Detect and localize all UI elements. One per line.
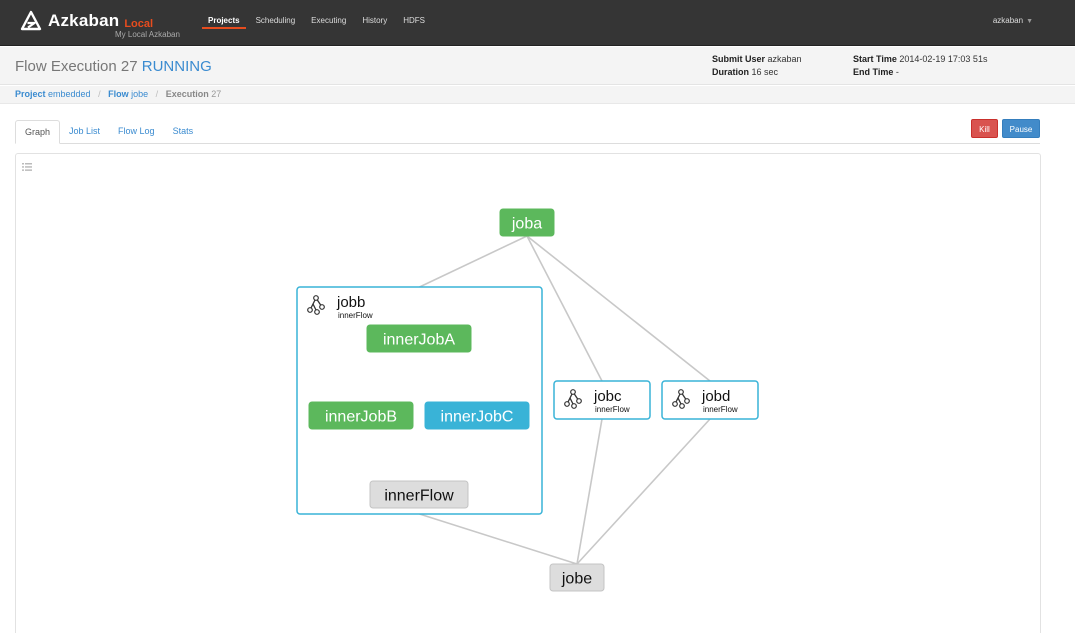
execution-status: RUNNING	[141, 58, 212, 75]
node-label: jobd	[701, 388, 730, 405]
tab-stats[interactable]: Stats	[172, 126, 194, 136]
job-node-box	[424, 401, 530, 430]
breadcrumb-flow-name: jobe	[131, 89, 149, 99]
graph-node-innerjobc[interactable]: innerJobC	[424, 401, 530, 430]
execution-title: Flow Execution 27	[15, 58, 138, 75]
flow-icon	[564, 389, 582, 409]
breadcrumb: Project embedded / Flow jobe / Execution…	[0, 86, 1075, 104]
node-sublabel: innerFlow	[703, 405, 738, 414]
flow-node-border	[296, 286, 543, 515]
breadcrumb-execution: Execution 27	[166, 89, 222, 99]
node-label: innerJobA	[383, 332, 455, 349]
graph-node-joba[interactable]: joba	[499, 208, 555, 237]
caret-down-icon: ▼	[1026, 18, 1033, 25]
graph-node-innerflow[interactable]: innerFlow	[369, 480, 469, 509]
job-node-box	[369, 480, 469, 509]
pause-button[interactable]: Pause	[1002, 119, 1040, 138]
list-toggle-icon[interactable]	[22, 163, 32, 171]
graph-node-innerjoba[interactable]: innerJobA	[366, 324, 472, 353]
start-time-label: Start Time	[853, 54, 897, 64]
user-name: azkaban	[992, 16, 1024, 25]
top-navbar: Azkaban Local My Local Azkaban Projects …	[0, 0, 1075, 46]
page-header: Flow Execution 27 RUNNING Submit User az…	[0, 47, 1075, 85]
flow-icon	[307, 295, 325, 315]
execution-tabs: Graph Job List Flow Log Stats	[15, 120, 1040, 144]
tab-job-list[interactable]: Job List	[69, 126, 101, 136]
breadcrumb-execution-id: 27	[211, 89, 222, 99]
submit-user-value: azkaban	[767, 54, 802, 64]
node-label: jobb	[336, 294, 365, 311]
azkaban-logo-icon	[20, 10, 42, 31]
nav-scheduling[interactable]: Scheduling	[255, 16, 296, 25]
kill-button[interactable]: Kill	[971, 119, 998, 138]
submit-user-info: Submit User azkaban	[712, 53, 802, 66]
breadcrumb-project-name: embedded	[48, 89, 91, 99]
submit-user-label: Submit User	[712, 54, 766, 64]
node-label: joba	[511, 216, 542, 233]
flow-node-border	[553, 380, 651, 420]
nav-history[interactable]: History	[362, 16, 388, 25]
node-label: innerJobC	[441, 409, 514, 426]
job-node-box	[308, 401, 414, 430]
job-node-box	[366, 324, 472, 353]
job-node-box	[499, 208, 555, 237]
duration-label: Duration	[712, 67, 749, 77]
flow-node-border	[661, 380, 759, 420]
tab-flow-log[interactable]: Flow Log	[118, 126, 155, 136]
breadcrumb-project[interactable]: Project embedded	[15, 89, 91, 99]
job-node-box	[549, 563, 605, 592]
start-time-value: 2014-02-19 17:03 51s	[899, 54, 988, 64]
breadcrumb-flow-label: Flow	[108, 89, 129, 99]
main-nav: Projects Scheduling Executing History HD…	[200, 0, 433, 42]
user-menu[interactable]: azkaban▼	[993, 0, 1033, 43]
brand-env: Local	[124, 18, 154, 30]
graph-node-innerjobb[interactable]: innerJobB	[308, 401, 414, 430]
node-sublabel: innerFlow	[595, 405, 630, 414]
node-label: innerFlow	[384, 488, 454, 505]
tab-graph[interactable]: Graph	[15, 120, 61, 144]
breadcrumb-separator: /	[98, 89, 101, 99]
end-time-info: End Time -	[853, 66, 899, 79]
breadcrumb-execution-label: Execution	[165, 89, 209, 99]
graph-node-jobe[interactable]: jobe	[549, 563, 605, 592]
end-time-label: End Time	[853, 67, 894, 77]
duration-info: Duration 16 sec	[712, 66, 778, 79]
start-time-info: Start Time 2014-02-19 17:03 51s	[853, 53, 987, 66]
brand[interactable]: Azkaban Local	[20, 10, 153, 32]
end-time-value: -	[895, 67, 899, 77]
nav-hdfs[interactable]: HDFS	[403, 16, 425, 25]
page-title: Flow Execution 27 RUNNING	[15, 58, 212, 75]
flow-icon	[672, 389, 690, 409]
node-sublabel: innerFlow	[338, 311, 373, 320]
breadcrumb-flow[interactable]: Flow jobe	[108, 89, 148, 99]
breadcrumb-project-label: Project	[15, 89, 46, 99]
brand-name: Azkaban	[48, 11, 120, 30]
node-label: jobc	[593, 388, 622, 405]
duration-value: 16 sec	[751, 67, 779, 77]
brand-subtitle: My Local Azkaban	[115, 30, 180, 39]
node-label: jobe	[561, 571, 592, 588]
nav-executing[interactable]: Executing	[311, 16, 347, 25]
node-label: innerJobB	[325, 409, 397, 426]
breadcrumb-separator: /	[155, 89, 159, 99]
nav-projects[interactable]: Projects	[200, 0, 248, 42]
